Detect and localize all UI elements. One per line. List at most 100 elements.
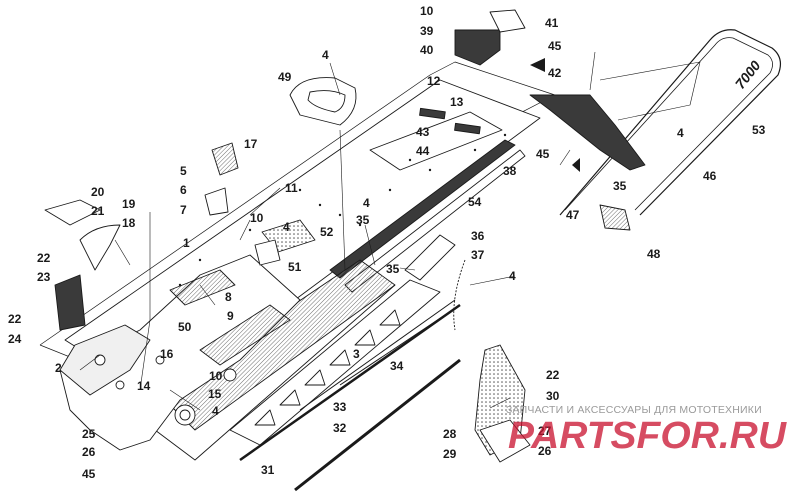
callout-24: 24 [8,332,22,346]
callout-40: 40 [420,43,434,57]
callout-22: 22 [8,312,22,326]
callout-9: 9 [227,309,234,323]
callout-2: 2 [55,361,62,375]
callout-36: 36 [471,229,485,243]
outline-frame [39,61,556,346]
callout-26: 26 [538,444,552,458]
hitch-36 [404,234,456,281]
callout-49: 49 [278,70,292,84]
callout-4: 4 [322,48,329,62]
callout-28: 28 [443,427,457,441]
bracket-21 [79,224,121,271]
callout-18: 18 [122,216,136,230]
callout-7: 7 [180,203,187,217]
callout-31: 31 [261,463,275,477]
callout-8: 8 [225,290,232,304]
callout-42: 42 [548,66,562,80]
callout-52: 52 [320,225,334,239]
callout-13: 13 [450,95,464,109]
callout-35: 35 [386,262,400,276]
rear-bumper [559,29,782,216]
arrow-42 [530,58,545,72]
callout-6: 6 [180,183,187,197]
callout-4: 4 [283,220,290,234]
callout-37: 37 [471,248,485,262]
callout-12: 12 [427,74,441,88]
plate-23 [54,274,86,331]
callout-4: 4 [677,126,684,140]
callout-3: 3 [353,347,360,361]
callout-54: 54 [468,195,482,209]
pad-43 [419,107,446,120]
callout-23: 23 [37,270,51,284]
leader-lines [79,51,596,411]
bumper-reference [599,61,701,121]
callout-30: 30 [546,389,560,403]
callout-10: 10 [420,4,434,18]
callout-44: 44 [416,144,430,158]
foot-rest-pad [479,419,531,463]
callout-20: 20 [91,185,105,199]
cover-20 [44,199,101,226]
bracket-6-7 [204,187,229,216]
callout-4: 4 [212,404,219,418]
arrow-45 [572,158,580,172]
callout-4: 4 [509,269,516,283]
bracket-41 [489,9,526,33]
callout-45: 45 [536,147,550,161]
callout-32: 32 [333,421,347,435]
callout-50: 50 [178,320,192,334]
seat-49 [289,77,357,126]
callout-48: 48 [647,247,661,261]
callout-15: 15 [208,387,222,401]
chassis-holes [94,354,237,426]
flap-chain-37 [453,259,466,331]
rail-31 [239,303,461,462]
bracket-39 [454,29,501,66]
callout-45: 45 [548,39,562,53]
decal-7000: 7000 [732,57,764,92]
callout-38: 38 [503,164,517,178]
callout-22: 22 [546,368,560,382]
foot-grip-50 [199,304,291,366]
callout-11: 11 [285,181,298,195]
callout-29: 29 [443,447,457,461]
rail-34 [339,314,446,386]
pad-44 [454,122,481,135]
callout-4: 4 [363,196,370,210]
callout-19: 19 [122,197,136,211]
callout-25: 25 [82,427,96,441]
hardware-47 [599,204,631,231]
callout-51: 51 [288,260,302,274]
callout-10: 10 [250,211,264,225]
foot-grip-8 [169,269,236,306]
callout-47: 47 [566,208,580,222]
watermark-tagline: ЗАПЧАСТИ И АКСЕССУАРЫ ДЛЯ МОТОТЕХНИКИ [506,404,762,416]
callout-1: 1 [183,236,190,250]
boot-17 [211,142,239,176]
callout-35: 35 [613,179,627,193]
callout-14: 14 [137,379,151,393]
callout-16: 16 [160,347,174,361]
callout-22: 22 [37,251,51,265]
rear-bumper-inner [564,37,773,211]
callout-26: 26 [82,445,96,459]
callout-45: 45 [82,467,96,481]
callout-27: 27 [538,424,552,438]
callout-43: 43 [416,125,430,139]
callout-17: 17 [244,137,258,151]
watermark-logo: PARTSFOR.RU [508,415,788,456]
callout-10: 10 [209,369,223,383]
block-51 [254,239,281,266]
snowflap-42 [529,94,646,171]
rail-32 [294,358,461,492]
callout-46: 46 [703,169,717,183]
callout-35: 35 [356,213,370,227]
watermark-logo-text: PARTSFOR.RU [508,415,788,456]
callout-33: 33 [333,400,347,414]
callout-5: 5 [180,164,187,178]
callout-53: 53 [752,123,766,137]
callout-39: 39 [420,24,434,38]
